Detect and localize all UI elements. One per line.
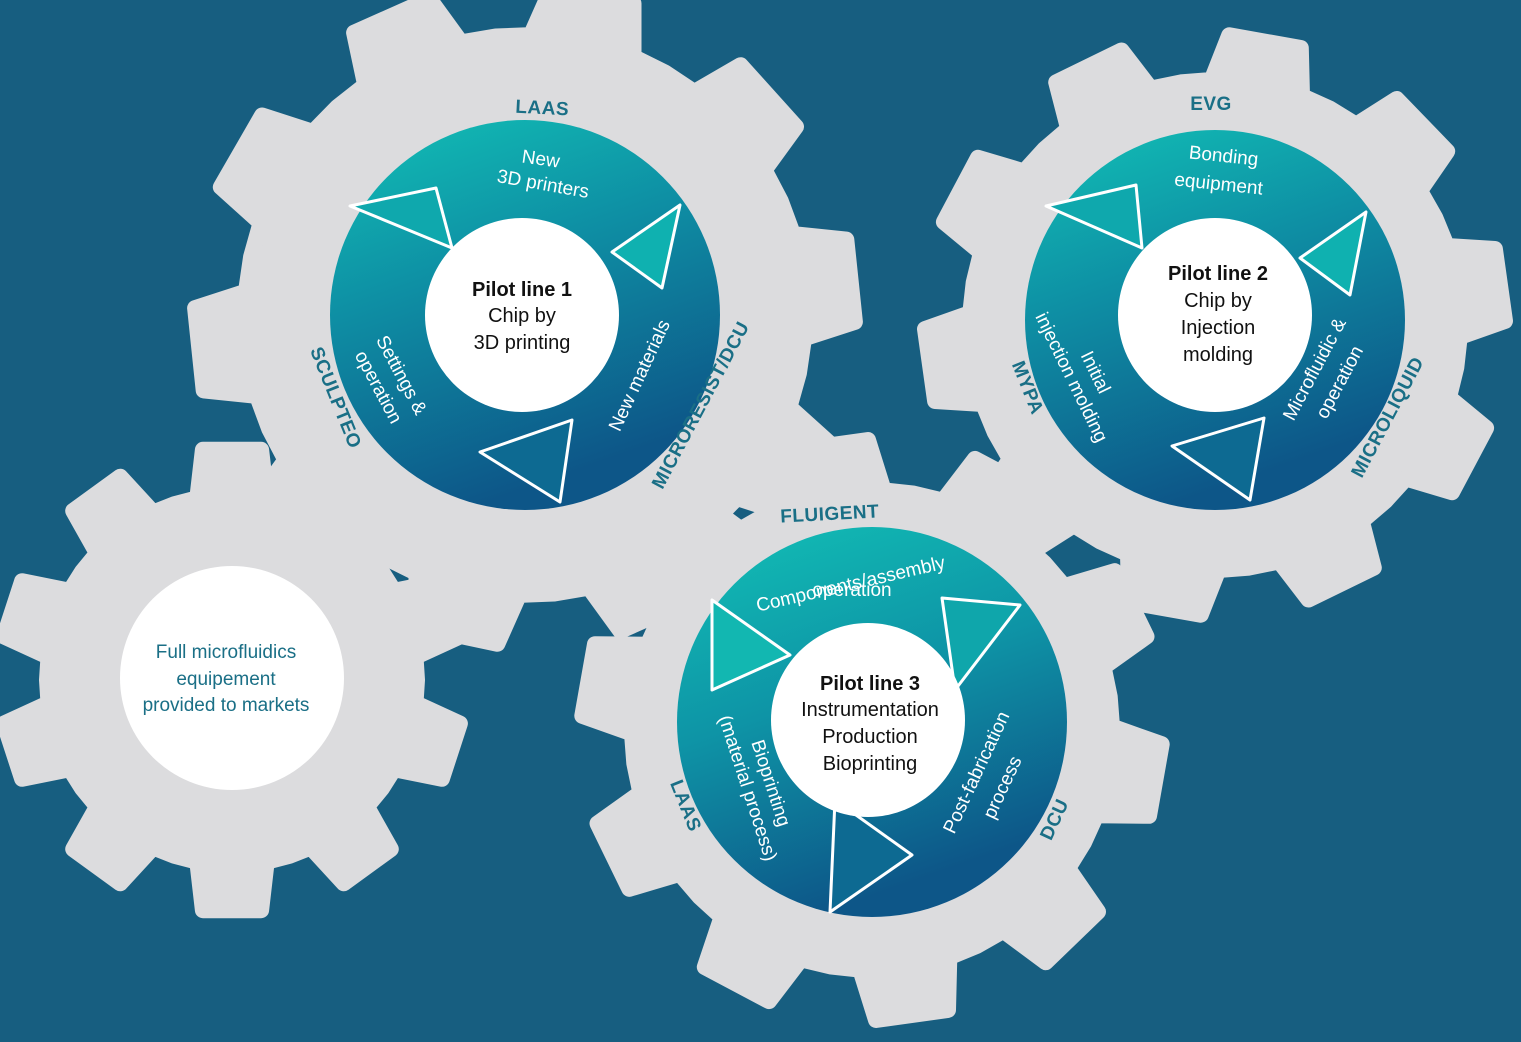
gear-4-line3: provided to markets	[143, 695, 310, 716]
gear-3-center-line1: Instrumentation	[801, 699, 939, 721]
gear-2-center-title: Pilot line 2	[1168, 263, 1268, 285]
gear-2-arrow-head-bottom	[1170, 416, 1266, 502]
gear-3-center	[771, 623, 965, 817]
gear-3-arrow-head-right	[940, 596, 1022, 692]
gear-2-center-line1: Chip by	[1184, 290, 1252, 312]
gear-2: EVG MYPA MICROLIQUID Bonding equipment I…	[917, 27, 1513, 623]
gear-3-step-top-line2: operation	[812, 580, 891, 601]
gear-1-arrow-head-bottom	[478, 418, 574, 504]
gear-4-line1: Full microfluidics	[156, 642, 296, 663]
gear-4-center	[120, 566, 344, 790]
gear-1-center	[425, 218, 619, 412]
gear-3-center-title: Pilot line 3	[820, 673, 920, 695]
gear-1-center-title: Pilot line 1	[472, 279, 572, 301]
gear-1-center-line1: Chip by	[488, 305, 556, 327]
gear-4: Full microfluidics equipement provided t…	[0, 441, 468, 919]
gear-3-arrow-head-top	[710, 598, 792, 692]
gear-3-center-line2: Production	[822, 726, 918, 748]
gear-3: FLUIGENT LAAS DCU Components/assembly op…	[574, 432, 1170, 1028]
gear-3-arrow-head-bottom	[828, 798, 914, 914]
gear-1-arrow-head-right	[610, 203, 682, 290]
gear-2-center-line2: Injection	[1181, 317, 1256, 339]
gear-2-arrow-head-top	[1044, 183, 1144, 250]
gear-2-center	[1118, 218, 1312, 412]
gear-1-center-line2: 3D printing	[474, 332, 571, 354]
gear-4-line2: equipement	[176, 669, 276, 690]
gear-1-partner-top: LAAS	[515, 97, 570, 121]
gear-2-center-line3: molding	[1183, 344, 1253, 366]
gear-3-partner-top: FLUIGENT	[780, 501, 880, 527]
gear-2-partner-top: EVG	[1190, 94, 1232, 115]
gear-3-center-line3: Bioprinting	[823, 753, 918, 775]
gear-2-arrow-head-right	[1298, 210, 1368, 297]
gear-1-arrow-head-top	[348, 186, 454, 250]
